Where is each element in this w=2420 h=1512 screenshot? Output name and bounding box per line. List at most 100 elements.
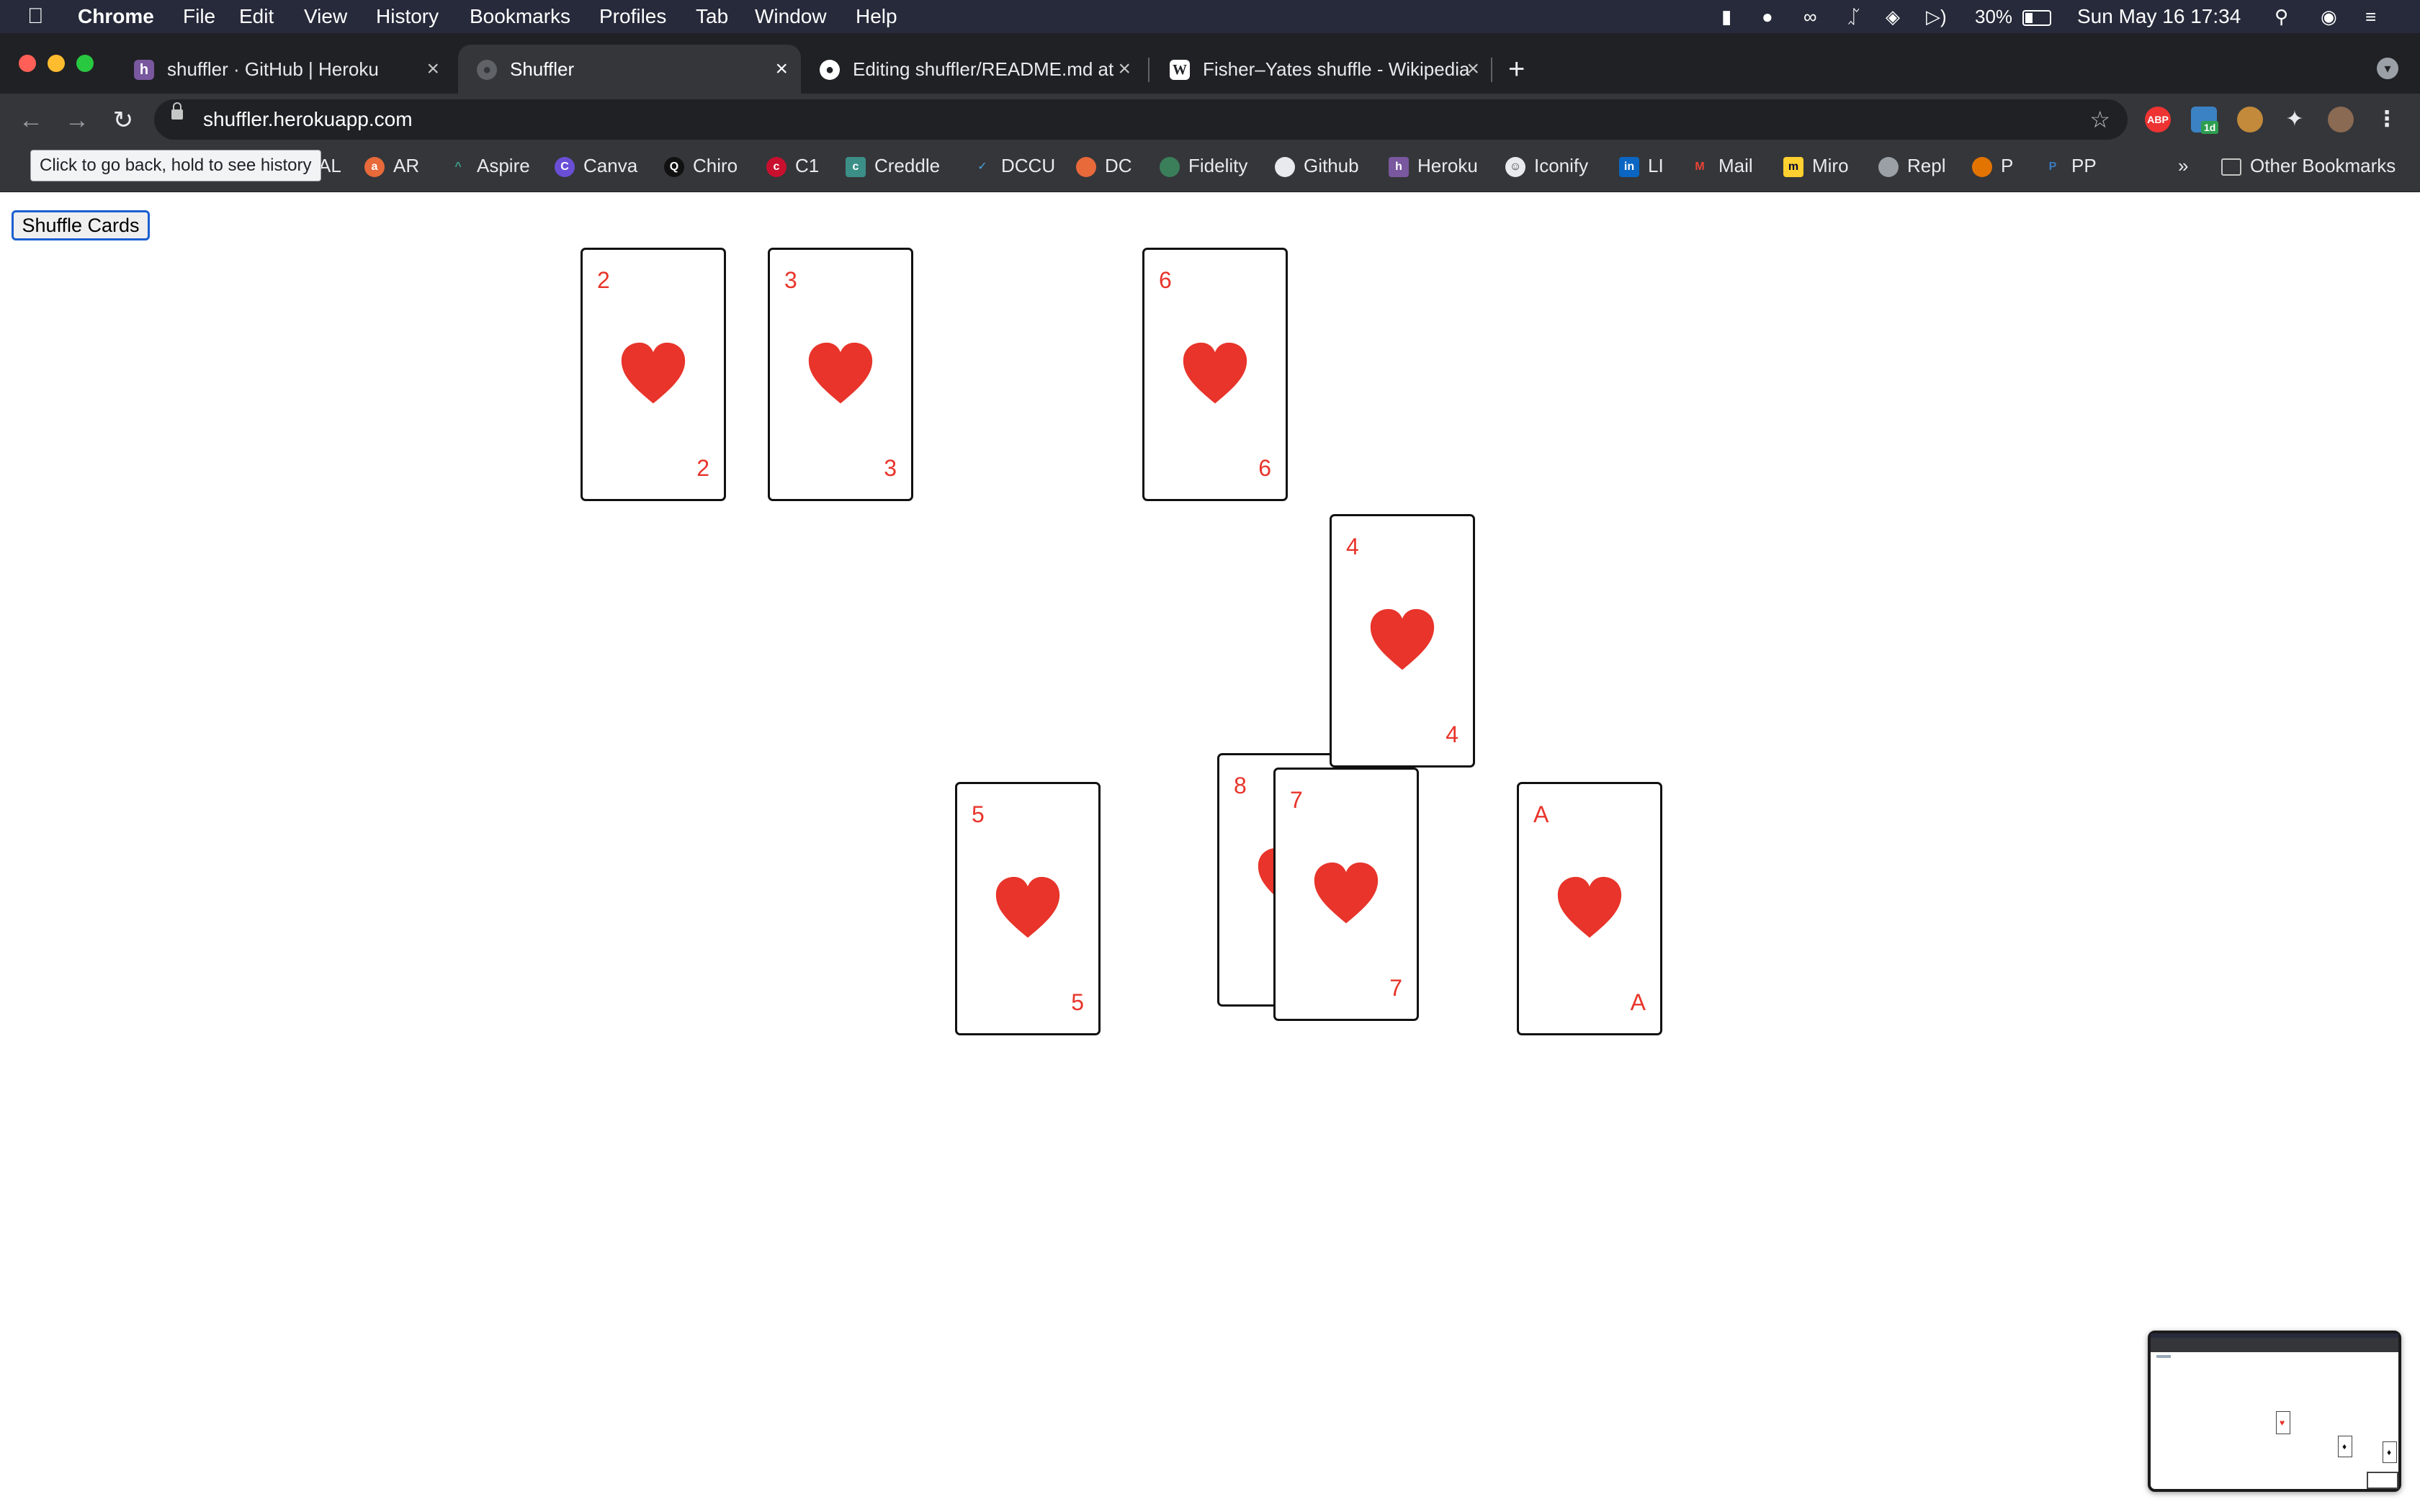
- menu-app-name[interactable]: Chrome: [78, 5, 154, 27]
- card-2-hearts[interactable]: 2 2: [581, 248, 726, 501]
- close-tab-icon[interactable]: ×: [775, 57, 788, 81]
- card-6-hearts[interactable]: 6 6: [1142, 248, 1288, 501]
- card-rank: 2: [696, 455, 709, 481]
- thumbnail-card: ♦: [2383, 1441, 2397, 1463]
- back-arrow-icon[interactable]: ←: [19, 107, 43, 134]
- dc-icon: [1076, 157, 1096, 178]
- wifi-icon[interactable]: ◈: [1886, 6, 1900, 27]
- close-window-button[interactable]: [19, 55, 36, 72]
- repl-icon: [1878, 157, 1899, 178]
- tab-wikipedia[interactable]: W Fisher–Yates shuffle - Wikipedia ×: [1151, 45, 1492, 94]
- bookmark-aspire[interactable]: ^Aspire: [448, 147, 529, 184]
- menu-tab[interactable]: Tab: [696, 5, 729, 27]
- linkedin-icon: in: [1619, 157, 1639, 178]
- bookmark-linkedin[interactable]: in LI: [1619, 147, 1664, 184]
- battery-icon[interactable]: [2022, 0, 2051, 33]
- chrome-menu-icon[interactable]: ⋮: [2376, 107, 2398, 131]
- extensions-puzzle-icon[interactable]: ✦: [2285, 107, 2304, 131]
- address-bar[interactable]: shuffler.herokuapp.com ☆: [154, 99, 2128, 140]
- new-tab-plus-icon[interactable]: +: [1508, 53, 1525, 85]
- tab-title: Fisher–Yates shuffle - Wikipedia: [1203, 58, 1470, 80]
- thumbnail-button: [2156, 1355, 2171, 1358]
- card-5-hearts[interactable]: 5 5: [955, 782, 1101, 1035]
- tab-title: Shuffler: [510, 58, 575, 80]
- bookmark-p[interactable]: P: [1972, 147, 2013, 184]
- adblock-plus-icon[interactable]: ABP: [2145, 107, 2171, 132]
- bookmark-repl[interactable]: Repl: [1878, 147, 1945, 184]
- bookmark-star-icon[interactable]: ☆: [2089, 107, 2110, 132]
- creddle-icon: c: [846, 157, 866, 178]
- bookmarks-bar: [0, 147, 2420, 192]
- menu-edit[interactable]: Edit: [239, 5, 274, 27]
- zoom-window-button[interactable]: [76, 55, 94, 72]
- menu-bookmarks[interactable]: Bookmarks: [470, 5, 571, 27]
- menu-profiles[interactable]: Profiles: [599, 5, 667, 27]
- bluetooth-icon[interactable]: ᛢ: [1848, 6, 1860, 27]
- card-4-hearts[interactable]: 4 4: [1330, 514, 1475, 768]
- minimize-window-button[interactable]: [48, 55, 65, 72]
- other-bookmarks-label: Other Bookmarks: [2250, 155, 2396, 176]
- bookmark-dc[interactable]: DC: [1076, 147, 1132, 184]
- menu-view[interactable]: View: [304, 5, 348, 27]
- siri-icon[interactable]: ◉: [2321, 6, 2337, 27]
- glasses-icon[interactable]: ∞: [1803, 6, 1817, 27]
- menu-history[interactable]: History: [376, 5, 439, 27]
- tab-heroku[interactable]: h shuffler · GitHub | Heroku ×: [115, 45, 452, 94]
- heroku-icon: h: [1389, 157, 1409, 178]
- heart-suit-icon: [995, 876, 1060, 938]
- screenshot-thumbnail[interactable]: ♥ ♦ ♦: [2148, 1331, 2401, 1492]
- card-3-hearts[interactable]: 3 3: [768, 248, 913, 501]
- bookmark-github[interactable]: Github: [1275, 147, 1359, 184]
- tab-shuffler[interactable]: ● Shuffler ×: [458, 45, 801, 94]
- bookmark-label: DC: [1105, 155, 1132, 176]
- other-bookmarks[interactable]: Other Bookmarks: [2221, 147, 2396, 184]
- url-text[interactable]: shuffler.herokuapp.com: [203, 108, 413, 130]
- forward-arrow-icon[interactable]: →: [65, 107, 89, 134]
- volume-icon[interactable]: ▷): [1926, 6, 1947, 27]
- evernote-icon[interactable]: ●: [1762, 6, 1773, 27]
- menu-file[interactable]: File: [183, 5, 216, 27]
- bookmark-al[interactable]: AL: [318, 147, 341, 184]
- profile-avatar[interactable]: [2328, 107, 2354, 132]
- card-7-hearts[interactable]: 7 7: [1273, 768, 1419, 1021]
- menu-help[interactable]: Help: [856, 5, 897, 27]
- shuffle-cards-button[interactable]: Shuffle Cards: [12, 210, 150, 240]
- tab-separator: [1148, 58, 1150, 82]
- bookmark-label: C1: [795, 155, 820, 176]
- menu-window[interactable]: Window: [755, 5, 827, 27]
- canva-icon: C: [555, 157, 575, 178]
- gmail-icon: M: [1695, 161, 1705, 174]
- clock[interactable]: Sun May 16 17:34: [2077, 5, 2241, 27]
- bookmark-iconify[interactable]: ☺Iconify: [1505, 147, 1588, 184]
- cookie-extension-icon[interactable]: [2237, 107, 2263, 132]
- tab-search-chevron-icon[interactable]: ▾: [2377, 58, 2398, 79]
- thumbnail-preview-box: [2367, 1472, 2398, 1489]
- tab-github-readme[interactable]: ● Editing shuffler/README.md at ×: [801, 45, 1144, 94]
- bookmark-dccu[interactable]: ✓DCCU: [972, 147, 1055, 184]
- bookmark-label: AL: [318, 155, 341, 176]
- phone-icon[interactable]: ▮: [1721, 6, 1732, 27]
- control-center-icon[interactable]: ≡: [2365, 6, 2377, 27]
- close-tab-icon[interactable]: ×: [426, 57, 439, 81]
- bookmark-label: LI: [1648, 155, 1664, 176]
- bookmark-fidelity[interactable]: Fidelity: [1160, 147, 1247, 184]
- apple-icon[interactable]: : [27, 0, 44, 33]
- card-ace-hearts[interactable]: A A: [1517, 782, 1662, 1035]
- reload-icon[interactable]: ↻: [112, 107, 134, 134]
- heart-suit-icon: ♥: [2280, 1418, 2285, 1428]
- calendar-extension-icon[interactable]: 1d: [2191, 107, 2219, 134]
- lock-icon[interactable]: [171, 102, 183, 120]
- bookmarks-overflow-chevron[interactable]: »: [2178, 155, 2189, 176]
- close-tab-icon[interactable]: ×: [1118, 57, 1131, 81]
- close-tab-icon[interactable]: ×: [1466, 57, 1479, 81]
- spotlight-search-icon[interactable]: ⚲: [2275, 6, 2289, 27]
